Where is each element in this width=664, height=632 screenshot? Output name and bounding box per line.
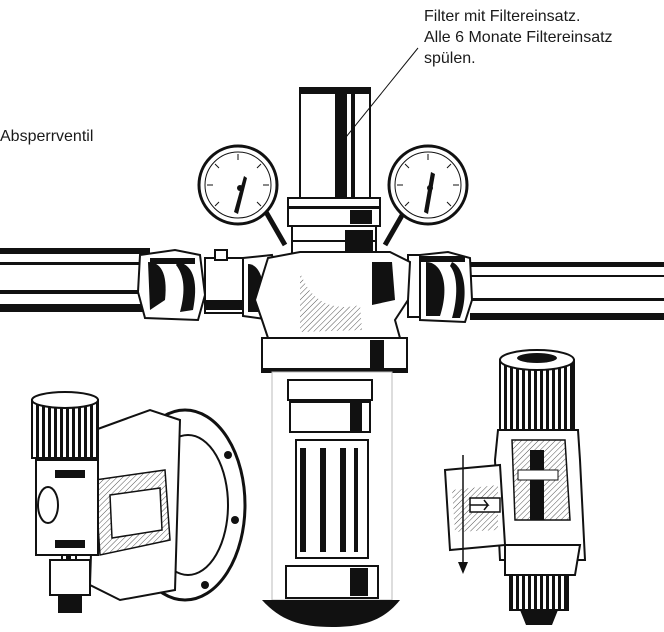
pressure-reducer-icon	[443, 349, 587, 625]
filter-annotation-line-2: Alle 6 Monate Filtereinsatz	[424, 29, 613, 46]
pressure-gauge-icon-left	[197, 144, 288, 247]
butterfly-valve-icon	[31, 391, 247, 613]
union-nut-right	[407, 250, 474, 324]
shutoff-valve-label: Absperrventil	[0, 128, 94, 145]
pressure-gauge-icon-right	[382, 144, 469, 247]
pipe-left	[0, 245, 150, 315]
filter-annotation-line-3: spülen.	[424, 50, 476, 67]
pipe-right	[470, 262, 664, 320]
filter-housing	[253, 87, 412, 627]
filter-annotation-line-1: Filter mit Filtereinsatz.	[424, 8, 581, 25]
filter-annotation: Filter mit Filtereinsatz. Alle 6 Monate …	[424, 6, 613, 69]
filter-leader-line	[341, 47, 419, 143]
